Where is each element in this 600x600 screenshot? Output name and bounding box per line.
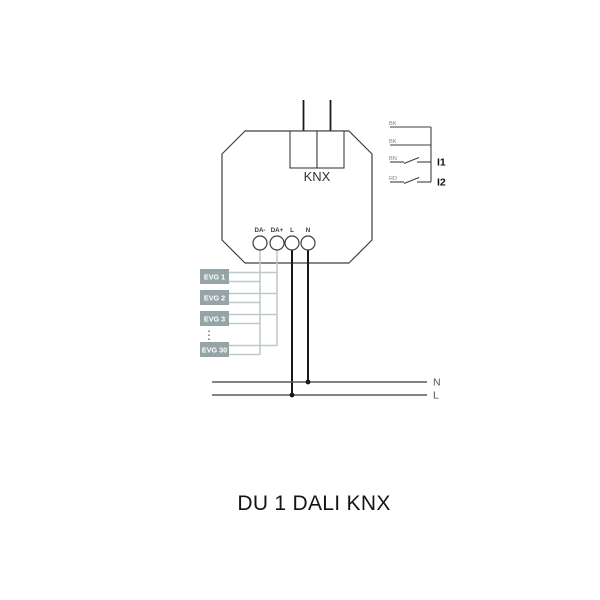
- knx-bus-wires: [302, 100, 332, 131]
- terminal-circle-l: [284, 235, 300, 251]
- evg-ellipsis: ⋮: [203, 328, 215, 342]
- terminal-labels: DA- DA+ L N: [255, 227, 311, 234]
- mains-lines: [212, 381, 427, 396]
- device-outline: [221, 130, 373, 264]
- junction-dot-n: [305, 379, 311, 385]
- switch-contact-i1: [403, 156, 420, 165]
- junction-dot-l: [289, 392, 295, 398]
- wire-label-1: BK: [389, 121, 397, 127]
- neutral-line-label: N: [433, 377, 441, 389]
- terminal-label-da-minus: DA-: [255, 227, 266, 234]
- evg-label-2: EVG 2: [204, 293, 225, 302]
- input-channel-labels: I1 I2: [437, 157, 446, 189]
- line-conductor-label: L: [433, 390, 439, 402]
- evg-box-30: [200, 342, 229, 357]
- wire-label-3: BN: [389, 156, 397, 162]
- evg-box-3: [200, 311, 229, 326]
- switch-contact-i2: [403, 176, 420, 185]
- evg-label-30: EVG 30: [202, 345, 227, 354]
- terminal-circle-n: [300, 235, 316, 251]
- terminal-label-da-plus: DA+: [271, 227, 284, 234]
- input-diagram: [390, 126, 432, 185]
- mains-wiring: [291, 249, 309, 396]
- terminal-label-l: L: [290, 227, 294, 234]
- terminal-circle-da-plus: [269, 235, 285, 251]
- input-wire-labels: BK BK BN RD: [389, 121, 397, 182]
- evg-box-1: [200, 269, 229, 284]
- input-label-i1: I1: [437, 157, 446, 169]
- dali-wiring: [229, 249, 278, 356]
- input-label-i2: I2: [437, 177, 446, 189]
- evg-boxes: EVG 1 EVG 2 EVG 3 EVG 30 ⋮: [200, 269, 229, 357]
- knx-label: KNX: [304, 169, 331, 184]
- evg-label-1: EVG 1: [204, 272, 225, 281]
- terminal-label-n: N: [306, 227, 311, 234]
- wire-label-2: BK: [389, 139, 397, 145]
- evg-box-2: [200, 290, 229, 305]
- knx-terminal-block: [289, 130, 345, 169]
- wire-label-4: RD: [389, 176, 397, 182]
- terminal-circles: [252, 235, 316, 251]
- diagram-title: DU 1 DALI KNX: [237, 492, 391, 515]
- evg-label-3: EVG 3: [204, 314, 225, 323]
- terminal-circle-da-minus: [252, 235, 268, 251]
